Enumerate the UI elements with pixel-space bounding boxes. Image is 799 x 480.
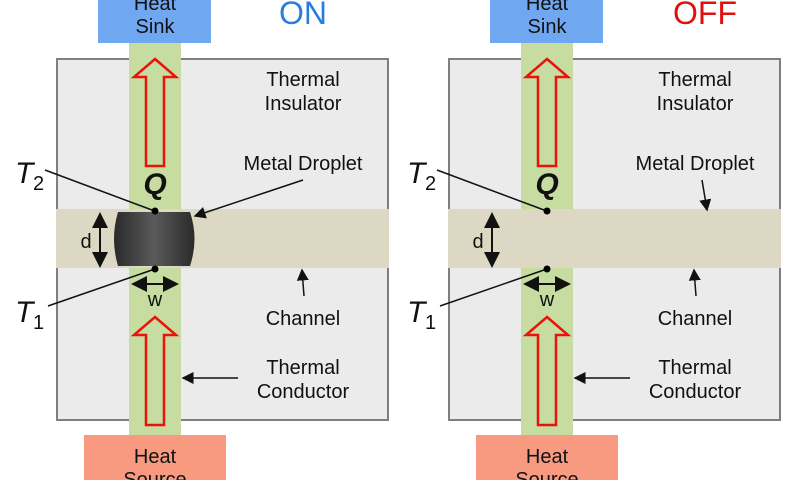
t2-subscript: 2 <box>425 173 436 195</box>
heat-sink-box <box>98 0 211 43</box>
heat-flux-q-label: Q <box>143 168 166 201</box>
metal-droplet-pointer <box>699 179 712 212</box>
channel-bar <box>56 209 389 268</box>
heat-sink-box <box>490 0 603 43</box>
channel-bar <box>448 209 781 268</box>
t2-pointer <box>44 169 153 211</box>
t2-symbol: T <box>407 157 428 190</box>
heat-source-box <box>84 435 226 480</box>
t2-subscript: 2 <box>33 173 44 195</box>
heat-flow-arrow-bottom-icon <box>130 315 180 427</box>
state-label: OFF <box>673 0 737 31</box>
state-label: ON <box>279 0 327 31</box>
heat-flow-arrow-bottom-icon <box>522 315 572 427</box>
heat-sink-label-line2: Sink <box>136 16 176 38</box>
t2-point <box>543 207 551 215</box>
metal-droplet <box>114 212 195 266</box>
thermal-insulator-label-line2: Insulator <box>657 93 734 115</box>
metal-droplet-pointer <box>193 179 304 219</box>
depth-d-label: d <box>472 231 483 253</box>
t2-point <box>151 207 159 215</box>
heat-source-label-line2: Source <box>515 469 578 480</box>
channel-label: Channel <box>658 308 733 330</box>
t1-symbol: T <box>15 296 36 329</box>
width-w-label: w <box>539 289 555 311</box>
heat-source-label-line1: Heat <box>526 446 569 468</box>
thermal-insulator-label-line1: Thermal <box>658 69 731 91</box>
thermal-insulator-label-line2: Insulator <box>265 93 342 115</box>
heat-flow-arrow-top-icon <box>522 57 572 168</box>
t1-subscript: 1 <box>425 312 436 334</box>
thermal-conductor-label-line2: Conductor <box>257 381 350 403</box>
t2-pointer <box>436 169 545 211</box>
thermal-conductor-label-line2: Conductor <box>649 381 742 403</box>
depth-d-label: d <box>80 231 91 253</box>
heat-source-box <box>476 435 618 480</box>
heat-sink-label-line1: Heat <box>526 0 569 15</box>
t1-subscript: 1 <box>33 312 44 334</box>
t1-symbol: T <box>407 296 428 329</box>
heat-source-label-line2: Source <box>123 469 186 480</box>
heat-sink-label-line2: Sink <box>528 16 568 38</box>
width-w-label: w <box>147 289 163 311</box>
heat-sink-label-line1: Heat <box>134 0 177 15</box>
metal-droplet-label: Metal Droplet <box>244 153 363 175</box>
channel-label: Channel <box>266 308 341 330</box>
t2-symbol: T <box>15 157 36 190</box>
t1-point <box>543 265 551 273</box>
metal-droplet-label: Metal Droplet <box>636 153 755 175</box>
thermal-conductor-label-line1: Thermal <box>658 357 731 379</box>
channel-pointer <box>296 268 309 297</box>
thermal-insulator-label-line1: Thermal <box>266 69 339 91</box>
thermal-conductor-label-line1: Thermal <box>266 357 339 379</box>
t1-point <box>151 265 159 273</box>
heat-flow-arrow-top-icon <box>130 57 180 168</box>
heat-flux-q-label: Q <box>535 168 558 201</box>
channel-pointer <box>688 268 701 297</box>
heat-source-label-line1: Heat <box>134 446 177 468</box>
